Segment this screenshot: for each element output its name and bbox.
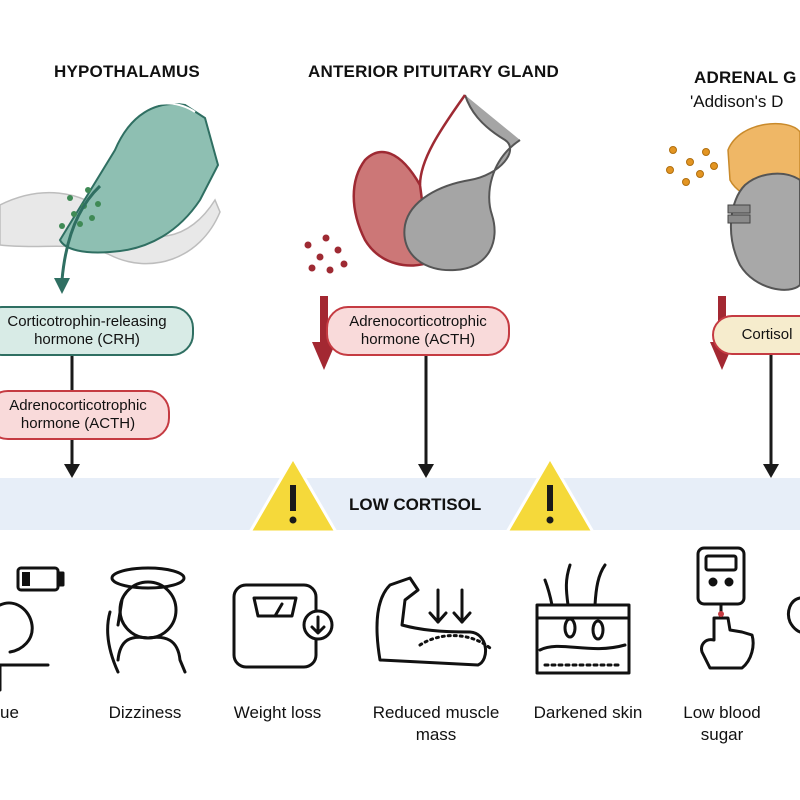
fatigue-icon bbox=[0, 566, 65, 692]
muscle-icon bbox=[375, 576, 492, 667]
adrenal-subheading: 'Addison's D bbox=[690, 92, 784, 111]
warning-icon bbox=[248, 456, 338, 534]
low-cortisol-label: LOW CORTISOL bbox=[349, 495, 482, 514]
adrenal-heading: ADRENAL G bbox=[694, 68, 797, 87]
crh-pill: Corticotrophin-releasing hormone (CRH) bbox=[0, 306, 194, 356]
scale-icon bbox=[232, 583, 334, 669]
acth-pill-center: Adrenocorticotrophic hormone (ACTH) bbox=[326, 306, 510, 356]
flow-arrows bbox=[64, 355, 779, 478]
symptom-fatigue-label: ue bbox=[0, 703, 19, 722]
glucometer-icon bbox=[696, 546, 755, 670]
acth-pill-left: Adrenocorticotrophic hormone (ACTH) bbox=[0, 390, 170, 440]
symptom-weight-loss-label: Weight loss bbox=[233, 703, 322, 722]
dizziness-icon bbox=[106, 566, 187, 674]
adrenal-illustration bbox=[666, 122, 800, 291]
cortisol-pill: Cortisol bbox=[712, 315, 800, 355]
skin-icon bbox=[535, 563, 631, 675]
symptom-sugar-label: Low blood sugar bbox=[683, 703, 761, 744]
hypothalamus-heading: HYPOTHALAMUS bbox=[54, 62, 200, 81]
warning-icon bbox=[505, 456, 595, 534]
low-cortisol-band bbox=[0, 478, 800, 530]
symptom-muscle-label: Reduced muscle mass bbox=[372, 703, 500, 744]
symptom-dizziness-label: Dizziness bbox=[108, 703, 182, 722]
pituitary-heading: ANTERIOR PITUITARY GLAND bbox=[308, 62, 559, 81]
hypothalamus-illustration bbox=[0, 102, 221, 294]
partial-icon bbox=[786, 596, 800, 634]
pituitary-illustration bbox=[304, 94, 521, 274]
symptom-skin-label: Darkened skin bbox=[533, 703, 643, 722]
